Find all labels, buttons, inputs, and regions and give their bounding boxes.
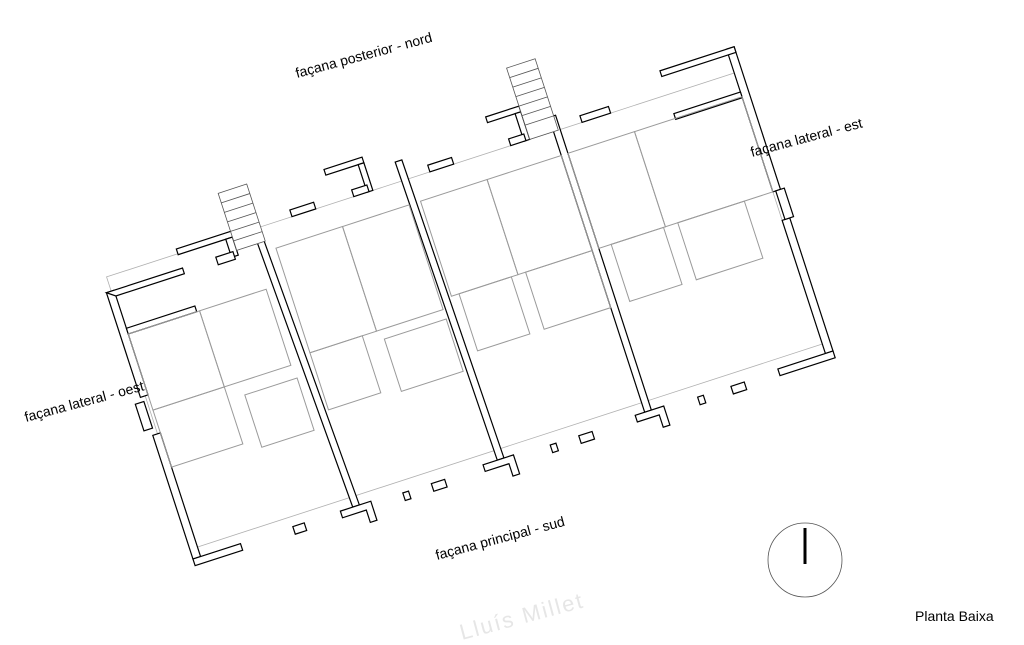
north-stair-right xyxy=(506,58,559,140)
party-walls xyxy=(246,114,653,508)
north-arrow-icon xyxy=(767,522,843,598)
east-facade-label: façana lateral - est xyxy=(749,115,864,160)
west-wall xyxy=(104,267,202,560)
north-stair-left xyxy=(217,183,266,251)
street-name-label: Lluís Millet xyxy=(457,588,587,645)
interior-partitions xyxy=(127,96,774,468)
west-facade-label: façana lateral - oest xyxy=(23,378,146,425)
north-wall xyxy=(175,105,612,266)
south-wall xyxy=(192,350,836,567)
north-facade-label: façana posterior - nord xyxy=(294,29,434,81)
perimeter-outline xyxy=(106,72,823,549)
plan-title: Planta Baixa xyxy=(915,608,994,624)
building-footprint xyxy=(104,45,836,567)
east-wall xyxy=(659,45,834,355)
south-facade-label: façana principal - sud xyxy=(434,513,567,563)
